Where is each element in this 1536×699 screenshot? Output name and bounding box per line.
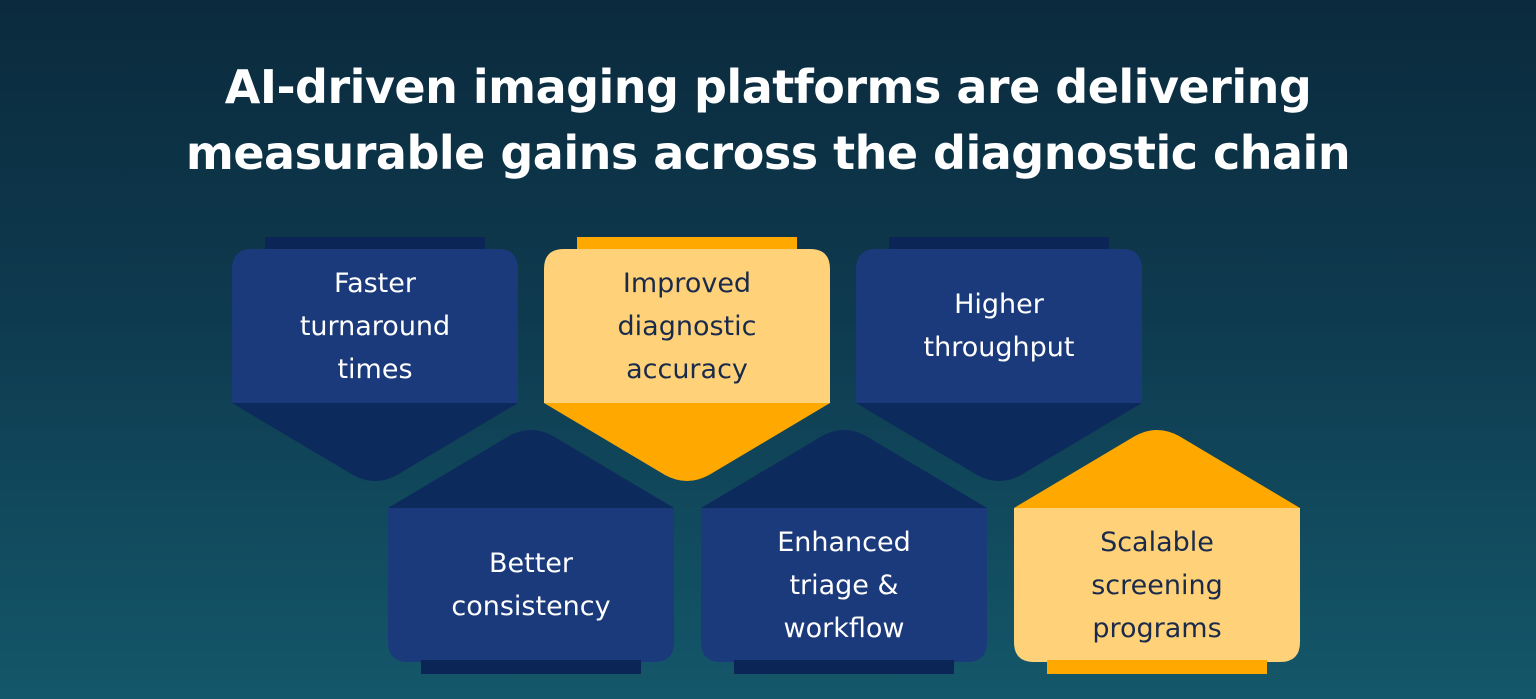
card-tab [421, 660, 641, 674]
card-label-line: turnaround [299, 310, 451, 342]
card-better-consistency [388, 430, 674, 674]
card-chevron [232, 403, 518, 481]
card-body [856, 249, 1142, 403]
card-label-improved-accuracy: Improved diagnostic accuracy [544, 249, 830, 403]
card-label-line: programs [1092, 612, 1222, 644]
card-label-line: triage & [789, 569, 899, 601]
card-label-enhanced-triage: Enhanced triage & workflow [701, 508, 987, 662]
card-body [232, 249, 518, 403]
card-chevron [544, 403, 830, 481]
card-chevron [701, 430, 987, 508]
card-chevron [388, 430, 674, 508]
page-title: AI-driven imaging platforms are deliveri… [0, 54, 1536, 186]
card-chevron [1014, 430, 1300, 508]
card-label-line: Faster [334, 267, 416, 299]
card-label-line: Better [488, 548, 574, 579]
card-chevron [856, 403, 1142, 481]
card-label-line: consistency [451, 591, 611, 622]
card-faster-turnaround [232, 237, 518, 481]
title-line-2: measurable gains across the diagnostic c… [185, 126, 1351, 180]
card-label-line: Improved [622, 267, 752, 299]
title-line-1: AI-driven imaging platforms are deliveri… [224, 60, 1312, 114]
card-label-scalable-screening: Scalable screening programs [1014, 508, 1300, 662]
card-body [701, 508, 987, 662]
card-body [388, 508, 674, 662]
card-label-line: Higher [954, 289, 1044, 320]
card-label-line: diagnostic [617, 310, 757, 342]
card-label-line: screening [1091, 569, 1223, 601]
card-label-line: workflow [783, 612, 905, 644]
card-body [1014, 508, 1300, 662]
card-body [544, 249, 830, 403]
card-tab [734, 660, 954, 674]
card-label-line: throughput [923, 332, 1075, 363]
card-enhanced-triage [701, 430, 987, 674]
card-label-line: accuracy [626, 353, 748, 385]
card-label-line: Enhanced [777, 526, 911, 558]
card-improved-accuracy [544, 237, 830, 481]
card-scalable-screening [1014, 430, 1300, 674]
card-label-faster-turnaround: Faster turnaround times [232, 249, 518, 403]
card-label-better-consistency: Better consistency [388, 508, 674, 662]
card-tab [1047, 660, 1267, 674]
card-higher-throughput [856, 237, 1142, 481]
card-label-higher-throughput: Higher throughput [856, 249, 1142, 403]
card-label-line: Scalable [1100, 526, 1214, 558]
card-label-line: times [337, 353, 413, 385]
